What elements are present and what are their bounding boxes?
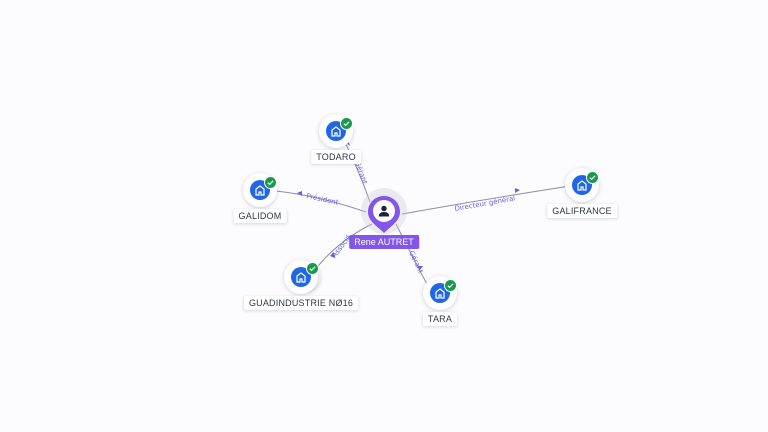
edge-galidom	[275, 190, 367, 213]
arrow-galidom	[297, 191, 302, 196]
verified-check-icon	[444, 279, 457, 292]
person-label: Rene AUTRET	[349, 235, 419, 249]
company-building-icon	[291, 267, 311, 287]
edge-guadindustrie	[317, 223, 373, 267]
verified-check-icon	[264, 176, 277, 189]
company-label: GALIDOM	[233, 209, 287, 223]
verified-check-icon	[340, 117, 353, 130]
arrow-tara	[417, 266, 423, 270]
arrow-guadindustrie	[330, 252, 335, 258]
company-label: GUADINDUSTRIE NØ16	[243, 296, 359, 310]
relation-label-tara: Gérant	[407, 249, 425, 274]
person-icon	[368, 196, 400, 233]
relation-label-galidom: Président	[306, 192, 340, 207]
verified-check-icon	[586, 171, 599, 184]
company-label: TARA	[422, 312, 458, 326]
verified-check-icon	[306, 262, 319, 275]
company-label: TODARO	[311, 150, 361, 164]
relation-label-galifrance: Directeur général	[454, 194, 516, 213]
company-label: GALIFRANCE	[547, 204, 617, 218]
edge-tara	[395, 223, 429, 287]
arrow-galifrance	[515, 188, 520, 193]
edge-galifrance	[401, 185, 571, 215]
